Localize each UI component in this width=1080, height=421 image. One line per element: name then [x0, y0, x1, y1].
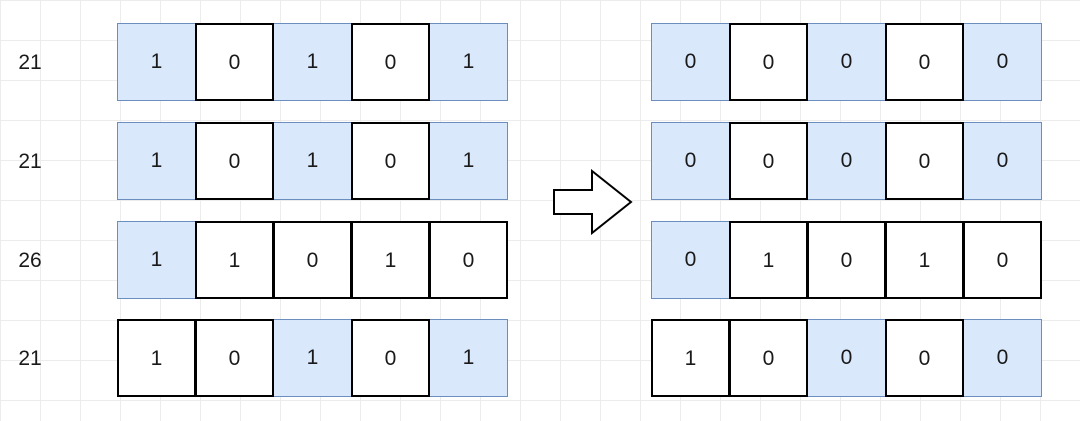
- bit-cell: 0: [807, 122, 886, 200]
- bit-cell: 0: [885, 23, 964, 101]
- row-label-2: 21: [18, 150, 42, 173]
- bit-cell: 0: [351, 122, 430, 200]
- bit-cell: 0: [195, 319, 274, 397]
- bit-cell: 1: [195, 221, 274, 299]
- bit-cell: 0: [807, 221, 886, 299]
- bit-cell: 0: [729, 23, 808, 101]
- bit-cell: 1: [429, 319, 508, 397]
- bit-cell: 1: [273, 23, 352, 101]
- bit-cell: 1: [117, 319, 196, 397]
- bit-cell: 0: [651, 122, 730, 200]
- right-arrow-icon: [553, 169, 633, 235]
- bit-cell: 0: [963, 23, 1042, 101]
- bit-cell: 0: [429, 221, 508, 299]
- bit-cell: 0: [351, 23, 430, 101]
- bit-cell: 1: [885, 221, 964, 299]
- bit-cell: 1: [273, 319, 352, 397]
- bit-cell: 0: [273, 221, 352, 299]
- row-label-4: 21: [18, 347, 42, 370]
- bit-cell: 0: [729, 122, 808, 200]
- bit-cell: 0: [885, 319, 964, 397]
- bit-cell: 1: [117, 221, 196, 299]
- bit-cell: 0: [351, 319, 430, 397]
- bit-cell: 1: [651, 319, 730, 397]
- bit-cell: 1: [729, 221, 808, 299]
- bit-cell: 1: [273, 122, 352, 200]
- row-label-1: 21: [18, 51, 42, 74]
- row-label-3: 26: [18, 249, 42, 272]
- bit-cell: 0: [963, 122, 1042, 200]
- bit-cell: 1: [429, 23, 508, 101]
- bit-cell: 1: [351, 221, 430, 299]
- bit-cell: 1: [117, 122, 196, 200]
- bit-cell: 0: [651, 221, 730, 299]
- bit-cell: 1: [429, 122, 508, 200]
- bit-cell: 0: [195, 23, 274, 101]
- bit-cell: 0: [963, 221, 1042, 299]
- bit-cell: 0: [729, 319, 808, 397]
- bit-cell: 0: [807, 319, 886, 397]
- bit-cell: 1: [117, 23, 196, 101]
- bit-cell: 0: [885, 122, 964, 200]
- bit-cell: 0: [651, 23, 730, 101]
- bit-cell: 0: [963, 319, 1042, 397]
- bit-cell: 0: [807, 23, 886, 101]
- bit-cell: 0: [195, 122, 274, 200]
